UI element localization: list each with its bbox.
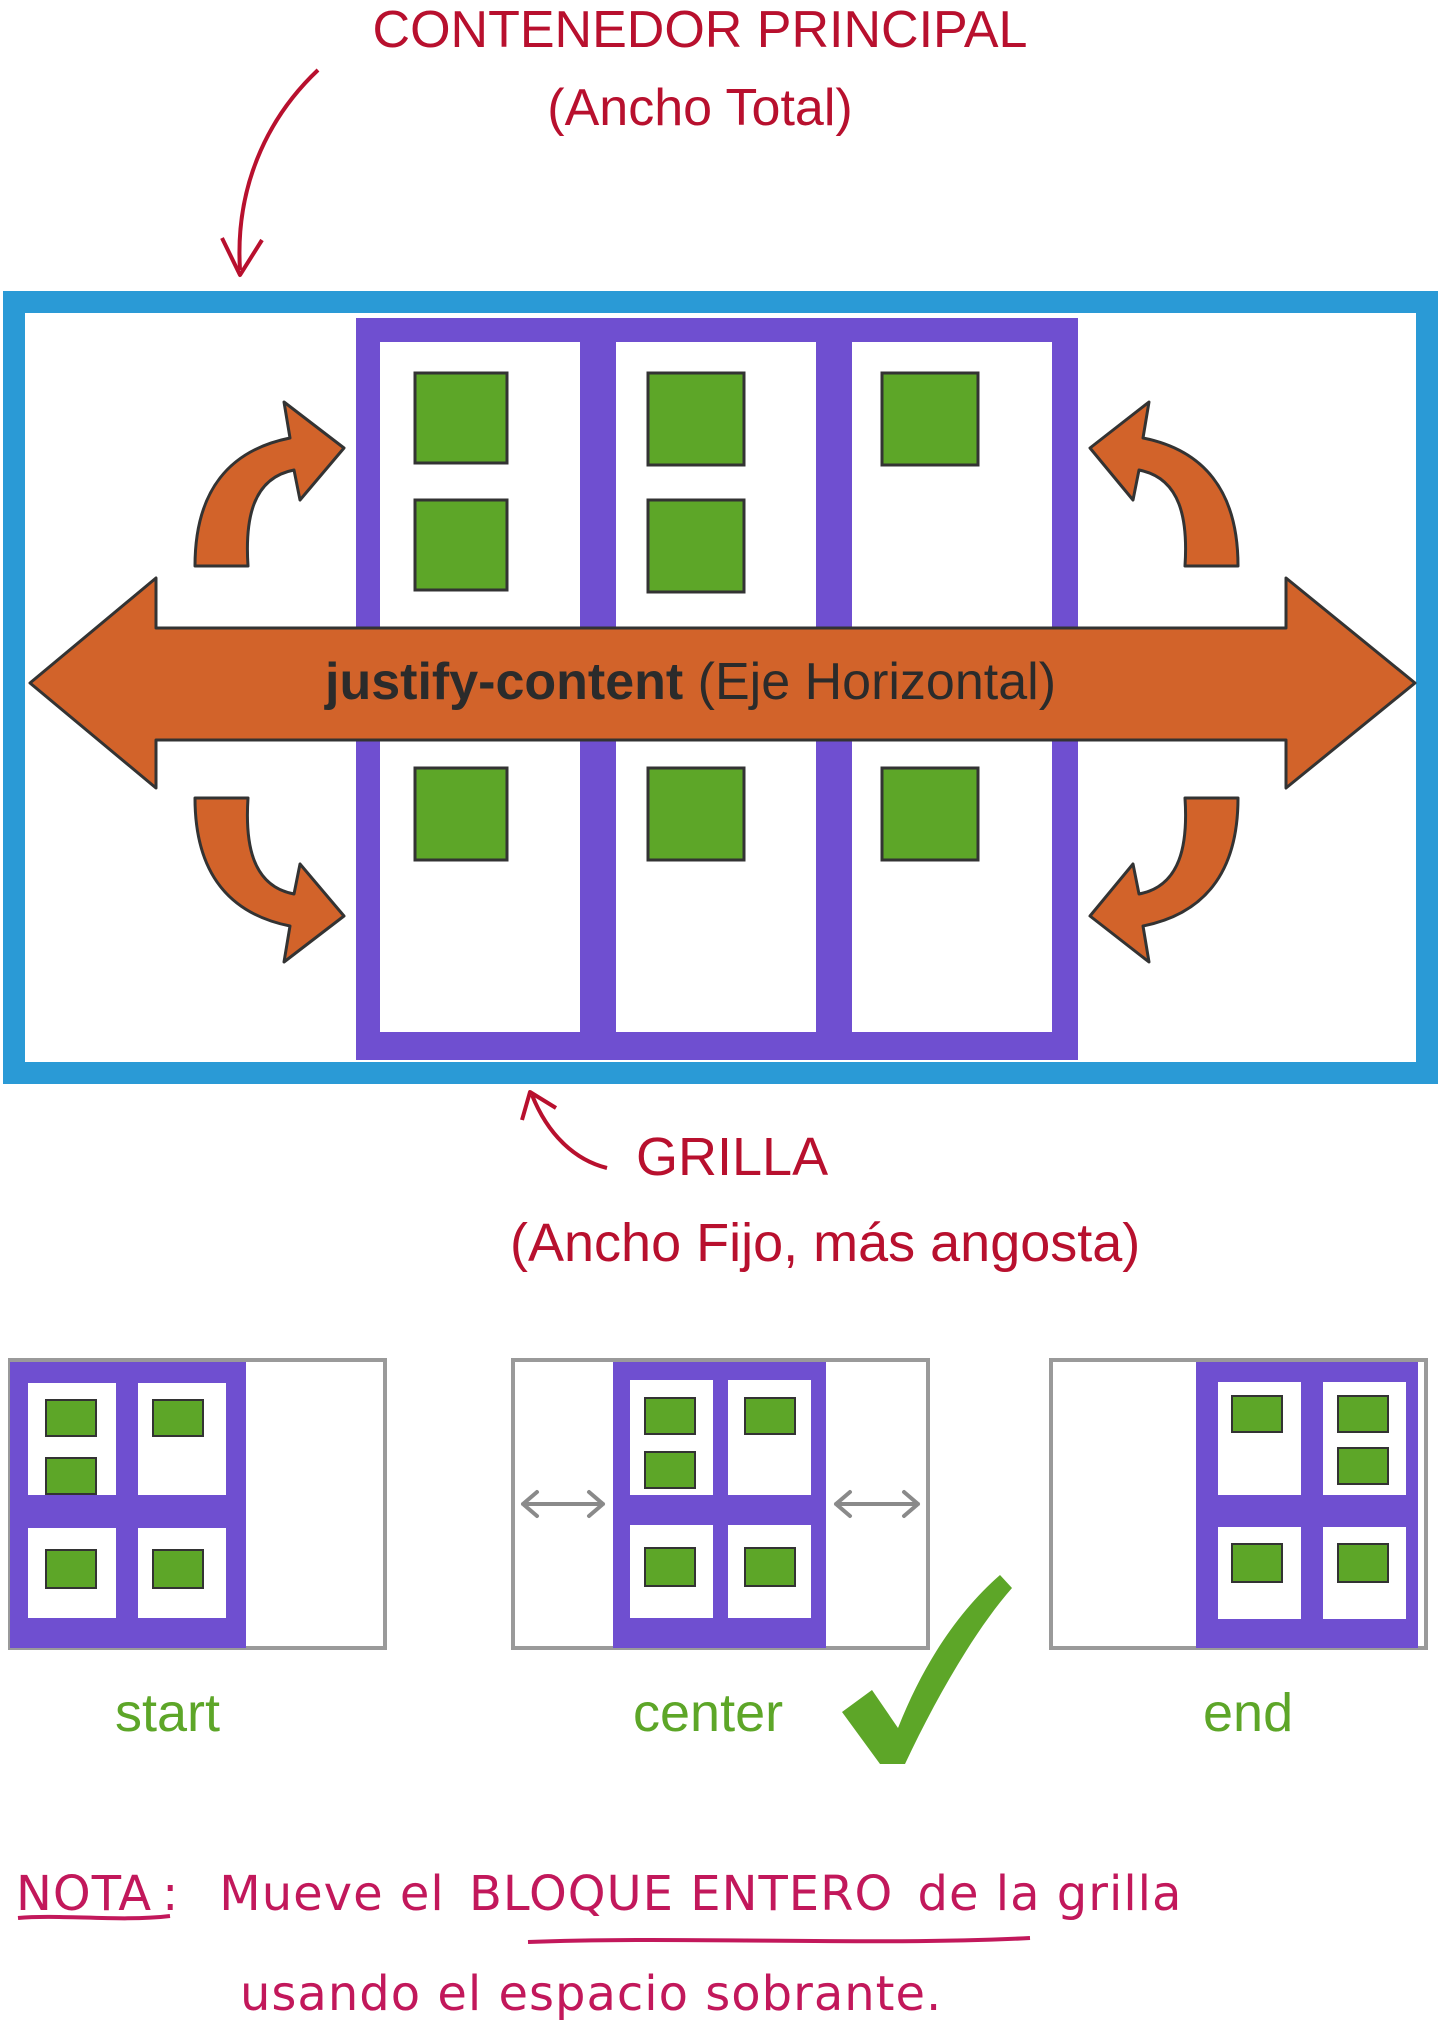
axis-label: justify-content (Eje Horizontal) bbox=[325, 652, 1056, 712]
curved-arrow-bottom-left bbox=[193, 796, 346, 964]
note-prefix-underline bbox=[17, 1914, 171, 1921]
note-colon: : bbox=[162, 1866, 180, 1922]
example-label-end: end bbox=[1203, 1683, 1294, 1743]
horizontal-double-arrow bbox=[28, 576, 1417, 790]
note-prefix: NOTA bbox=[16, 1866, 153, 1922]
container-subtitle: (Ancho Total) bbox=[547, 79, 853, 137]
curved-arrow-top-right bbox=[1088, 400, 1240, 568]
grid-item bbox=[646, 371, 746, 467]
check-icon bbox=[842, 1575, 1012, 1764]
grid-item bbox=[413, 498, 509, 592]
container-title: CONTENEDOR PRINCIPAL bbox=[372, 1, 1028, 59]
container-pointer-arrow bbox=[237, 68, 320, 271]
example-start bbox=[8, 1358, 387, 1650]
grid-pointer-arrowhead bbox=[520, 1090, 558, 1121]
grid-item bbox=[880, 766, 980, 862]
axis-label-axis: (Eje Horizontal) bbox=[697, 653, 1057, 711]
grid-item bbox=[646, 766, 746, 862]
note-line-2: usando el espacio sobrante. bbox=[240, 1966, 943, 2022]
example-label-start: start bbox=[115, 1683, 221, 1743]
note-emphasis-underline bbox=[527, 1936, 1031, 1944]
container-pointer-arrowhead bbox=[220, 237, 264, 277]
spacing-arrow-right bbox=[834, 1490, 920, 1518]
grid-item bbox=[413, 766, 509, 862]
spacing-arrow-left bbox=[521, 1490, 605, 1518]
grid-title: GRILLA bbox=[636, 1127, 829, 1187]
example-center bbox=[511, 1358, 930, 1650]
note: NOTA: Mueve el BLOQUE ENTERO de la grilla bbox=[16, 1866, 1436, 1922]
grid-item bbox=[413, 371, 509, 465]
example-label-center: center bbox=[633, 1683, 784, 1743]
grid-subtitle: (Ancho Fijo, más angosta) bbox=[510, 1213, 1141, 1273]
example-end bbox=[1049, 1358, 1428, 1650]
curved-arrow-bottom-right bbox=[1088, 796, 1240, 964]
grid-pointer-arrow bbox=[530, 1094, 608, 1170]
grid-item bbox=[646, 498, 746, 594]
axis-label-property: justify-content bbox=[325, 653, 684, 711]
note-text-a: Mueve el bbox=[219, 1866, 445, 1922]
grid-item bbox=[880, 371, 980, 467]
note-text-b: de la grilla bbox=[917, 1866, 1183, 1922]
note-emphasis: BLOQUE ENTERO bbox=[469, 1866, 894, 1922]
curved-arrow-top-left bbox=[193, 400, 346, 568]
